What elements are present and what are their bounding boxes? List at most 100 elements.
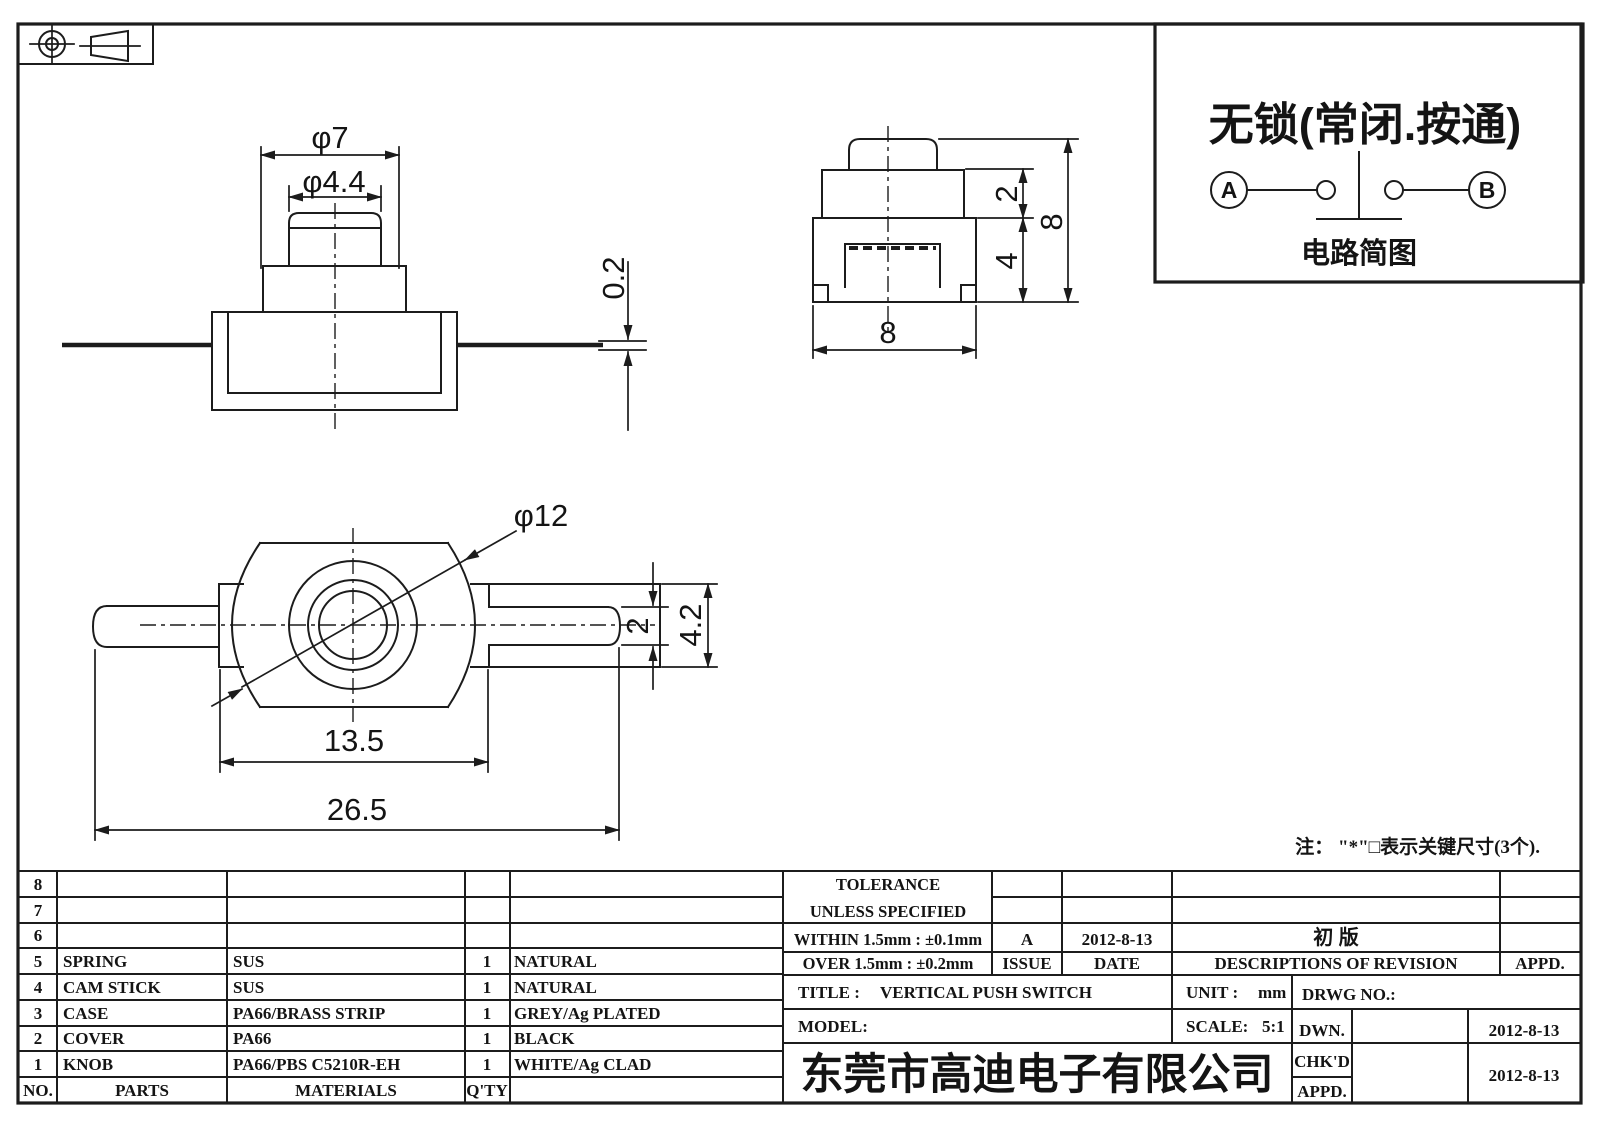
revision-desc-value: 初 版 xyxy=(1313,925,1359,949)
dim-phi7-label: φ7 xyxy=(311,120,348,155)
row-no: 8 xyxy=(34,875,43,894)
plunger-symbol xyxy=(1316,151,1402,220)
row-finish: NATURAL xyxy=(514,978,597,997)
dim-4-label: 4 xyxy=(989,252,1024,269)
row-material: SUS xyxy=(233,952,264,971)
dwn-label: DWN. xyxy=(1299,1021,1345,1040)
dim-top-2-label: 2 xyxy=(620,617,655,634)
dim-phi44-label: φ4.4 xyxy=(302,164,365,199)
header-qty: Q'TY xyxy=(466,1081,508,1100)
dim-2-label: 2 xyxy=(989,185,1024,202)
title-block: TITLE : VERTICAL PUSH SWITCH UNIT : mm D… xyxy=(798,983,1559,1101)
dim-wing-width: 4.2 xyxy=(661,583,718,668)
front-view: φ7 φ4.4 0.2 xyxy=(62,120,647,433)
dim-slot-width: 2 xyxy=(620,562,669,690)
dim-phi44: φ4.4 xyxy=(288,164,382,212)
terminal-a-label: A xyxy=(1221,177,1238,203)
dim-body-width: 13.5 xyxy=(219,669,489,773)
model-label: MODEL: xyxy=(798,1017,868,1036)
side-slot xyxy=(844,243,941,288)
dim-total-height: 8 xyxy=(938,138,1079,303)
tolerance-line1: TOLERANCE xyxy=(836,875,940,894)
tolerance-line2: UNLESS SPECIFIED xyxy=(810,902,966,921)
front-body xyxy=(211,311,458,411)
header-no: NO. xyxy=(23,1081,53,1100)
contact-right-icon xyxy=(1384,180,1404,200)
parts-table: 8 7 6 5 SPRING SUS 1 NATURAL 4 CAM STICK… xyxy=(23,875,660,1100)
dim-total-length: 26.5 xyxy=(94,647,620,841)
dwn-date: 2012-8-13 xyxy=(1489,1021,1560,1040)
row-qty: 1 xyxy=(483,1004,492,1023)
row-finish: GREY/Ag PLATED xyxy=(514,1004,661,1023)
top-left-lead xyxy=(91,604,220,649)
revision-date-label: DATE xyxy=(1094,954,1140,973)
top-right-wing xyxy=(470,583,661,668)
row-no: 6 xyxy=(34,926,43,945)
row-qty: 1 xyxy=(483,978,492,997)
contact-left-icon xyxy=(1316,180,1336,200)
tolerance-block: TOLERANCE UNLESS SPECIFIED WITHIN 1.5mm … xyxy=(794,875,983,973)
unit-label: UNIT : xyxy=(1186,983,1238,1002)
header-parts: PARTS xyxy=(115,1081,169,1100)
row-no: 5 xyxy=(34,952,43,971)
dim-body-height: 4 xyxy=(989,217,1028,303)
first-angle-projection-icon xyxy=(79,29,141,63)
top-circle-outer xyxy=(288,560,418,690)
dim-phi12-label: φ12 xyxy=(514,498,569,533)
row-no: 4 xyxy=(34,978,43,997)
tolerance-within: WITHIN 1.5mm : ±0.1mm xyxy=(794,930,983,949)
unit-value: mm xyxy=(1258,983,1286,1002)
title-label: TITLE : xyxy=(798,983,860,1002)
header-materials: MATERIALS xyxy=(295,1081,397,1100)
side-view: 2 4 8 8 xyxy=(812,126,1079,359)
row-material: PA66/BRASS STRIP xyxy=(233,1004,385,1023)
row-no: 1 xyxy=(34,1055,43,1074)
dim-8h-label: 8 xyxy=(879,315,896,350)
front-knob xyxy=(288,212,382,267)
row-part: SPRING xyxy=(63,952,127,971)
revision-desc-label: DESCRIPTIONS OF REVISION xyxy=(1214,954,1458,973)
table-grid xyxy=(17,870,1582,1104)
row-material: PA66 xyxy=(233,1029,271,1048)
dim-lead-thickness: 0.2 xyxy=(596,256,647,431)
row-no: 3 xyxy=(34,1004,43,1023)
company-name: 东莞市高迪电子有限公司 xyxy=(801,1051,1274,1099)
projection-symbol-box xyxy=(17,23,154,65)
top-left-tab xyxy=(218,583,244,668)
revision-issue-value: A xyxy=(1021,930,1034,949)
dim-8v-label: 8 xyxy=(1034,213,1069,230)
sheet-border xyxy=(16,22,1583,1105)
drwg-no-label: DRWG NO.: xyxy=(1302,985,1396,1004)
row-part: KNOB xyxy=(63,1055,113,1074)
scale-label: SCALE: xyxy=(1186,1017,1248,1036)
side-collar xyxy=(821,169,965,219)
dim-02-label: 0.2 xyxy=(596,256,631,299)
top-body-edges xyxy=(259,542,449,708)
dim-42-label: 4.2 xyxy=(673,603,708,646)
title-value: VERTICAL PUSH SWITCH xyxy=(880,983,1092,1002)
circuit-diagram-box: 无锁(常闭.按通) A B 电路简图 xyxy=(1153,22,1585,284)
row-finish: NATURAL xyxy=(514,952,597,971)
row-material: PA66/PBS C5210R-EH xyxy=(233,1055,400,1074)
dim-phi12: φ12 xyxy=(210,498,569,708)
dim-265-label: 26.5 xyxy=(327,792,387,827)
top-view: φ12 2 4.2 13.5 26.5 xyxy=(91,498,718,841)
row-no: 2 xyxy=(34,1029,43,1048)
row-qty: 1 xyxy=(483,1029,492,1048)
circuit-title: 无锁(常闭.按通) xyxy=(1209,99,1521,150)
tolerance-over: OVER 1.5mm : ±0.2mm xyxy=(803,954,974,973)
dim-width: 8 xyxy=(812,305,977,359)
chkd-date: 2012-8-13 xyxy=(1489,1066,1560,1085)
top-body-left-arc xyxy=(231,541,262,709)
row-part: CASE xyxy=(63,1004,108,1023)
dim-phi7: φ7 xyxy=(260,120,400,269)
terminal-b-label: B xyxy=(1479,177,1496,203)
row-finish: BLACK xyxy=(514,1029,575,1048)
dim-step-height: 2 xyxy=(965,168,1034,219)
circuit-caption: 电路简图 xyxy=(1301,236,1417,270)
datum-target-icon xyxy=(29,25,75,64)
chkd-label: CHK'D xyxy=(1294,1052,1350,1071)
key-dimension-note: 注： "*"□表示关键尺寸(3个). xyxy=(1295,835,1540,858)
dim-135-label: 13.5 xyxy=(324,723,384,758)
